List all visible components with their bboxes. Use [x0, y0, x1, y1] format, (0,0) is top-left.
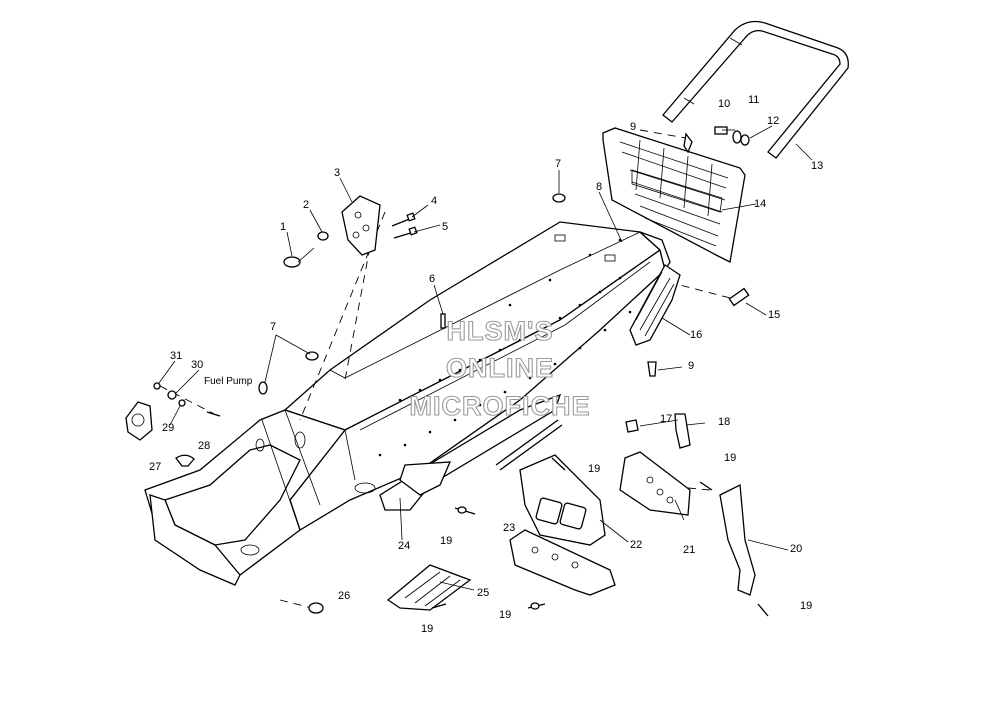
- callout-1: 1: [280, 221, 286, 233]
- callout-19-b: 19: [724, 452, 736, 464]
- callout-9-right: 9: [688, 360, 694, 372]
- callout-26: 26: [338, 590, 350, 602]
- callout-7-left: 7: [270, 321, 276, 333]
- bracket-plate: [341, 195, 381, 256]
- callout-19-c: 19: [440, 535, 452, 547]
- callout-17: 17: [660, 413, 672, 425]
- screws-19: [431, 457, 769, 617]
- callout-22: 22: [630, 539, 642, 551]
- callout-24: 24: [398, 540, 410, 552]
- bracket-22: [519, 454, 606, 546]
- callout-27: 27: [149, 461, 161, 473]
- callout-23: 23: [503, 522, 515, 534]
- callout-9-top: 9: [630, 121, 636, 133]
- callout-5: 5: [442, 221, 448, 233]
- bolts-4-5: [391, 212, 418, 239]
- callout-7-top: 7: [555, 158, 561, 170]
- callout-19-e: 19: [421, 623, 433, 635]
- callout-2: 2: [303, 199, 309, 211]
- callout-18: 18: [718, 416, 730, 428]
- callout-28: 28: [198, 440, 210, 452]
- bracket-21: [619, 451, 691, 516]
- bracket-23: [509, 529, 616, 596]
- callout-12: 12: [767, 115, 779, 127]
- rear-bumper-parts: [629, 264, 750, 377]
- callout-31: 31: [170, 350, 182, 362]
- callout-19-f: 19: [800, 600, 812, 612]
- lower-brackets: [386, 419, 616, 611]
- callout-6: 6: [429, 273, 435, 285]
- chassis-tunnel: [144, 221, 671, 586]
- watermark: HLSM'S ONLINE MICROFICHE: [409, 315, 591, 421]
- callout-10: 10: [718, 98, 730, 110]
- front-bracket-group: [283, 195, 418, 268]
- fuel-pump-label: Fuel Pump: [204, 376, 253, 387]
- callout-19-a: 19: [588, 463, 600, 475]
- assembly-lines: [159, 129, 731, 609]
- watermark-line-3: MICROFICHE: [410, 391, 591, 421]
- callout-16: 16: [690, 329, 702, 341]
- callout-30: 30: [191, 359, 203, 371]
- callout-25: 25: [477, 587, 489, 599]
- fuel-pump-parts: [125, 382, 324, 614]
- callout-21: 21: [683, 544, 695, 556]
- callout-19-d: 19: [499, 609, 511, 621]
- plugs: [258, 193, 566, 395]
- callout-3: 3: [334, 167, 340, 179]
- watermark-line-2: ONLINE: [446, 353, 554, 383]
- callout-13: 13: [811, 160, 823, 172]
- callout-14: 14: [754, 198, 766, 210]
- callout-4: 4: [431, 195, 437, 207]
- bracket-20: [719, 483, 756, 596]
- callout-15: 15: [768, 309, 780, 321]
- callout-8: 8: [596, 181, 602, 193]
- leader-lines: [158, 125, 813, 591]
- callout-11: 11: [748, 94, 759, 106]
- right-side-brackets: [619, 413, 756, 596]
- snow-flap: [602, 127, 746, 263]
- bolt-1: [283, 247, 315, 268]
- nut-2: [317, 231, 329, 241]
- callout-20: 20: [790, 543, 802, 555]
- fasteners-top: [683, 126, 750, 154]
- callout-labels: 1 2 3 4 5 6 7 7 8 9 9 10 11 12 13 14 15 …: [149, 94, 823, 635]
- grab-bar: [662, 20, 849, 159]
- watermark-line-1: HLSM'S: [447, 316, 554, 346]
- callout-29: 29: [162, 422, 174, 434]
